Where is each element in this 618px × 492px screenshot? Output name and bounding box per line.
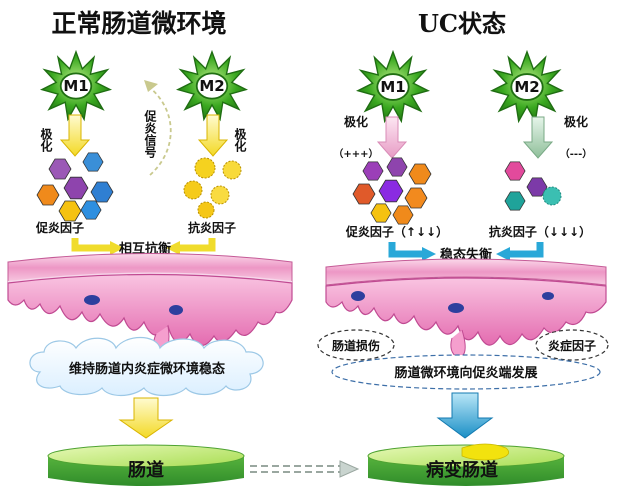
left-m2-polarize-arrow <box>197 114 229 157</box>
right-m2-label: M2 <box>514 78 539 96</box>
right-lesion-dish <box>367 443 565 486</box>
right-shift-oval <box>331 354 601 390</box>
left-homeostasis-label: 维持肠道内炎症微环境稳态 <box>69 361 225 377</box>
proinflam-signal-label: 促炎信号 <box>143 109 157 159</box>
right-polarize-m2-label: 极化 <box>564 114 588 129</box>
left-mutual-label: 相互抗衡 <box>119 241 171 257</box>
left-homeostasis-cloud <box>29 336 264 397</box>
left-m1-polarize-arrow <box>59 114 91 157</box>
right-proinflam-label: 促炎因子（↑↓↓） <box>345 224 448 239</box>
left-proinflam-cluster <box>36 152 114 222</box>
right-down-arrow <box>436 392 494 439</box>
uc-m1-macrophage-icon: M1 <box>356 50 430 123</box>
left-polarize-m2-label: 极化 <box>233 127 247 153</box>
right-m2-level: （---） <box>560 147 592 160</box>
left-polarize-m1-label: 极化 <box>39 127 53 153</box>
left-mutual-arrows <box>71 238 216 255</box>
left-m2-label: M2 <box>199 77 224 95</box>
m2-macrophage-icon: M2 <box>176 50 248 121</box>
right-inflam-factor-label: 炎症因子 <box>548 338 596 353</box>
left-panel: 正常肠道微环境 M1 M2 极化 极化 促炎信号 <box>7 9 293 486</box>
proinflam-signal-arrow <box>144 80 172 176</box>
right-shift-label: 肠道微环境向促炎端发展 <box>394 365 538 381</box>
right-intestinal-wall <box>325 258 607 359</box>
left-m1-label: M1 <box>63 77 88 95</box>
right-panel: UC状态 M1 M2 极化 （+++） 极化 （---） <box>317 9 609 486</box>
left-proinflam-label: 促炎因子 <box>35 220 84 235</box>
right-polarize-m1-label: 极化 <box>344 114 368 129</box>
uc-m2-macrophage-icon: M2 <box>490 50 564 123</box>
right-m1-level: （+++） <box>333 147 378 160</box>
m1-macrophage-icon: M1 <box>40 50 112 121</box>
left-title: 正常肠道微环境 <box>51 9 226 38</box>
right-antiinflam-cluster <box>504 161 562 211</box>
left-intestinal-wall <box>7 253 293 353</box>
right-inflam-factor-bubble <box>535 329 609 361</box>
left-down-arrow <box>118 397 174 439</box>
left-intestine-dish <box>47 444 245 486</box>
right-antiinflam-label: 抗炎因子（↓↓↓） <box>489 224 591 239</box>
right-lesion-label: 病变肠道 <box>426 459 498 481</box>
right-m1-label: M1 <box>380 78 405 96</box>
right-m1-polarize-arrow <box>376 116 408 159</box>
right-imbalance-arrows <box>388 242 544 261</box>
right-proinflam-cluster <box>352 157 432 225</box>
right-damage-label: 肠道损伤 <box>332 338 380 353</box>
right-title: UC状态 <box>418 9 506 38</box>
left-antiinflam-label: 抗炎因子 <box>188 220 236 235</box>
left-antiinflam-cluster <box>183 157 242 219</box>
right-damage-bubble <box>317 329 395 361</box>
right-m2-polarize-arrow <box>522 116 554 159</box>
connector-arrow <box>250 460 360 478</box>
left-intestine-label: 肠道 <box>128 459 164 481</box>
